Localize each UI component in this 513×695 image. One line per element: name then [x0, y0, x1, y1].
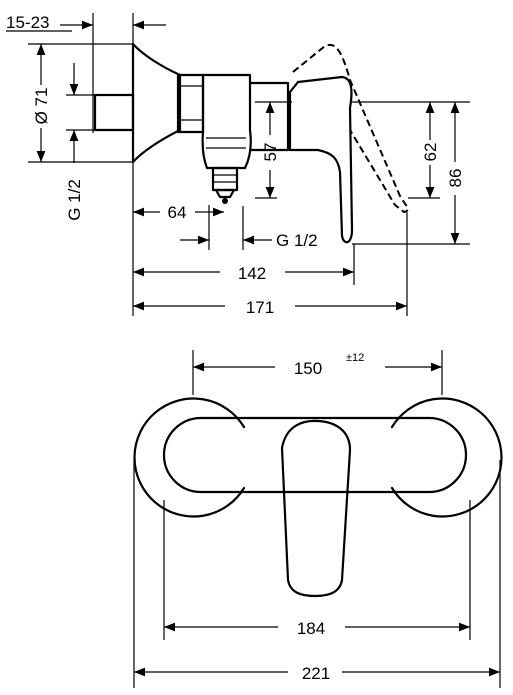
lever-handle-top — [280, 419, 352, 598]
union-nut — [176, 73, 205, 134]
dim-width-184: 184 — [297, 619, 325, 638]
outlet-spout — [211, 166, 239, 192]
side-view: 15-23 Ø 71 G 1/2 57 62 86 — [6, 13, 470, 317]
dim-width-221: 221 — [302, 664, 330, 683]
dim-length-171: 171 — [246, 298, 274, 317]
lever-raised-outline — [292, 44, 409, 214]
dim-diameter: Ø 71 — [32, 88, 51, 125]
dim-height-62: 62 — [421, 143, 440, 162]
wall-escutcheon — [131, 42, 182, 164]
lever-handle — [288, 75, 354, 244]
right-escutcheon — [390, 397, 503, 518]
mixer-body-top — [162, 416, 468, 494]
mixer-body — [201, 73, 252, 170]
dim-height-86: 86 — [446, 169, 465, 188]
top-view: 150 ±12 184 221 — [133, 350, 503, 688]
dim-length-142: 142 — [238, 264, 266, 283]
dim-wall-range: 15-23 — [6, 13, 49, 32]
outlet-point — [222, 198, 228, 204]
left-escutcheon — [133, 397, 246, 518]
dim-depth-64: 64 — [168, 203, 187, 222]
dim-height-57: 57 — [261, 143, 280, 162]
dim-centers-tolerance: ±12 — [346, 352, 364, 364]
dim-centers: 150 — [294, 359, 322, 378]
dim-outlet-thread: G 1/2 — [276, 231, 318, 250]
dim-inlet-thread: G 1/2 — [65, 179, 84, 221]
inlet-connector — [93, 93, 135, 132]
